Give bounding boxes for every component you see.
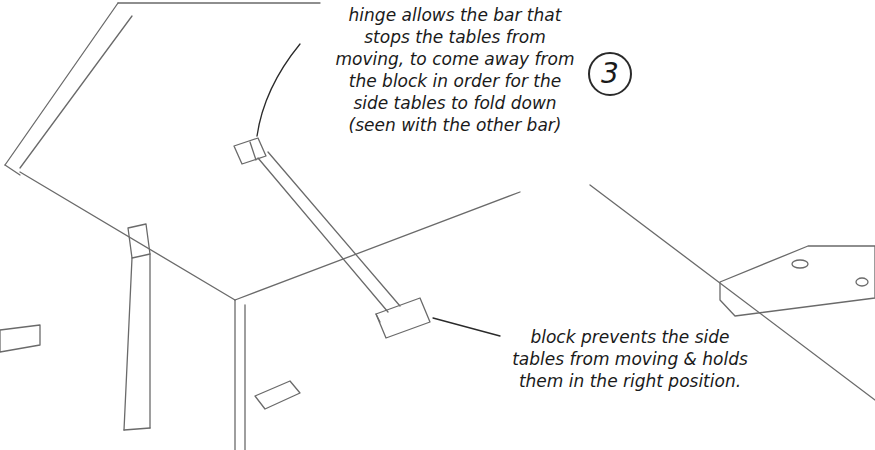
leg-edge <box>234 300 235 450</box>
bar <box>124 258 132 430</box>
bar <box>124 428 150 430</box>
side-table <box>0 325 40 352</box>
slab-rim <box>20 16 132 168</box>
slab-edge <box>118 2 320 3</box>
bar <box>149 254 150 428</box>
block <box>376 298 430 338</box>
leader-line <box>257 44 300 136</box>
hinge-symbol <box>250 142 256 160</box>
bar <box>258 158 388 312</box>
hole <box>792 260 808 268</box>
hinge-symbol <box>128 224 150 258</box>
slab-edge <box>235 192 520 300</box>
hinge-symbol <box>234 138 266 164</box>
slab-edge <box>5 3 118 165</box>
leg-edge <box>244 305 245 450</box>
slab-edge <box>20 172 235 300</box>
side-table <box>720 246 875 316</box>
hole <box>856 278 868 286</box>
annotation-note: hinge allows the bar that stops the tabl… <box>330 4 580 136</box>
callout-circle: 3 <box>588 52 632 96</box>
slab-edge <box>5 165 20 175</box>
block <box>255 381 300 409</box>
callout-number: 3 <box>601 60 619 88</box>
leader-line <box>433 318 500 336</box>
block <box>376 314 380 322</box>
bar <box>268 152 400 306</box>
annotation-note: block prevents the side tables from movi… <box>505 326 755 392</box>
